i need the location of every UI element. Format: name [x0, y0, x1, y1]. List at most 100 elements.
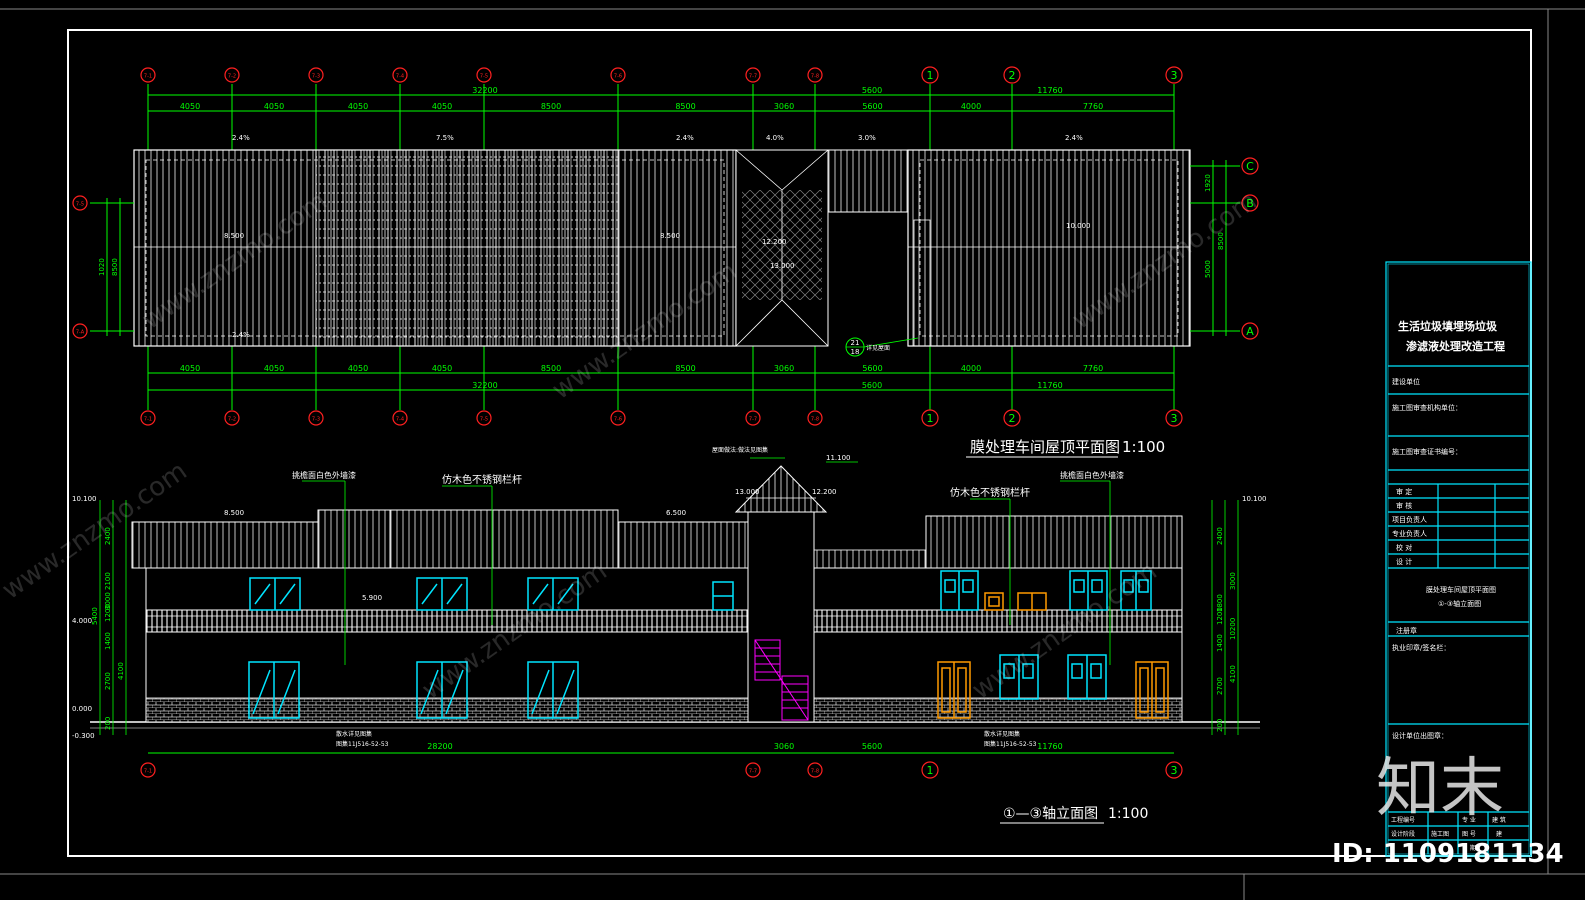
tb-cell-2: 专 业: [1462, 816, 1476, 824]
elev-left-dim: 2400: [104, 527, 112, 545]
dim-total-left-bot: 32200: [472, 381, 497, 390]
axis-bubble-label: C: [1246, 160, 1254, 173]
level-mark-10: 10.100: [1242, 495, 1267, 503]
upper-window: [416, 577, 468, 611]
orange-door: [937, 661, 971, 719]
upper-window: [527, 577, 579, 611]
axis-bubble-label: 7-1: [144, 74, 152, 80]
level-mark-4: 4.000: [72, 617, 92, 625]
upper-roof-left: [131, 521, 319, 569]
slope-label-1: 2.4%: [232, 134, 250, 142]
axis-bubble-label: 1: [927, 69, 934, 82]
axis-bubble-label: 7-6: [614, 417, 622, 423]
dim-text: 4050: [348, 102, 368, 111]
dim-text: 4050: [348, 364, 368, 373]
tb-sign-4: 专业负责人: [1392, 529, 1427, 538]
axis-bubble-label: 7-1: [144, 769, 152, 775]
level-label-5: 13.000: [770, 262, 795, 270]
footnote-1a: 散水详见图集: [336, 730, 372, 738]
axis-bubble: 7-5: [476, 410, 492, 426]
axis-bubble-label: A: [1246, 325, 1254, 338]
callout-bottom: 18: [851, 348, 860, 356]
stair-magenta: [754, 639, 809, 721]
axis-bubble: 7-4: [392, 67, 408, 83]
axis-bubble-label: 7-7: [749, 769, 757, 775]
dim-text: 4000: [961, 102, 981, 111]
elev-right-dim: 200: [1216, 719, 1224, 732]
elev-left-dim: 1200: [104, 604, 112, 622]
axis-bubble: 7-1: [140, 67, 156, 83]
elevation: 挑檐面白色外墙漆 仿木色不锈钢栏杆 仿木色不锈钢栏杆 挑檐面白色外墙漆 屋面做法…: [72, 446, 1267, 824]
axis-bubble-label: 7-4: [396, 74, 404, 80]
orange-window: [984, 592, 1004, 611]
plan-title: 膜处理车间屋顶平面图: [970, 438, 1120, 456]
level-mark-7: 6.500: [666, 509, 686, 517]
elev-right-dim: 2400: [1216, 527, 1224, 545]
level-mark-8: 13.000: [735, 488, 760, 496]
level-label-2: 8.500: [660, 232, 680, 240]
axis-bubble: 7-2: [224, 67, 240, 83]
dim-text: 8500: [675, 102, 695, 111]
tb-cert-label: 执业印章/签名栏：: [1392, 643, 1450, 652]
lower-door: [248, 661, 300, 719]
slope-label-7: 2.4%: [232, 331, 250, 339]
upper-window-right: [940, 570, 979, 611]
elev-right-dim: 10200: [1229, 618, 1237, 640]
axis-bubble: B: [1241, 194, 1259, 212]
axis-bubble-label: 7-A: [76, 330, 85, 336]
level-mark-1: 10.100: [72, 495, 97, 503]
note-white-paint-left: 挑檐面白色外墙漆: [292, 470, 356, 480]
dim-text: 4050: [432, 364, 452, 373]
elev-left-dim: 4100: [117, 662, 125, 680]
dim-text: 4000: [961, 364, 981, 373]
tb-cell-5: 施工图: [1431, 830, 1449, 838]
level-mark-5: 0.000: [72, 705, 92, 713]
left-dim-2: 8500: [111, 258, 119, 276]
slope-label-6: 2.4%: [1065, 134, 1083, 142]
dim-total-left-top: 32200: [472, 86, 497, 95]
orange-window: [1017, 592, 1047, 611]
axis-bubble: 7-8: [807, 410, 823, 426]
elevation-title: ①—③轴立面图: [1003, 806, 1098, 822]
dim-text: 7760: [1083, 102, 1103, 111]
dim-text: 4050: [264, 102, 284, 111]
lower-door: [416, 661, 468, 719]
axis-bubble: 3: [1165, 66, 1183, 84]
elev-dim-1: 28200: [427, 742, 452, 751]
tb-row-cert-no: 施工图审查证书编号：: [1392, 447, 1462, 456]
axis-bubble-label: 7-2: [228, 74, 236, 80]
dim-5600-top: 5600: [862, 86, 882, 95]
orange-door: [1135, 661, 1169, 719]
axis-bubble-label: 7-3: [312, 74, 320, 80]
level-label-3: 10.000: [1066, 222, 1091, 230]
project-name-line2: 渗滤液处理改造工程: [1406, 339, 1505, 353]
axis-bubble: 7-7: [745, 762, 761, 778]
dim-text: 5600: [862, 364, 882, 373]
level-mark-2: 8.500: [224, 509, 244, 517]
elev-right-dim: 3000: [1229, 572, 1237, 590]
title-block: [1385, 261, 1532, 857]
elev-left-dim: 5400: [91, 607, 99, 625]
tb-sign-3: 项目负责人: [1392, 515, 1427, 524]
tb-design-label: 设计单位出图章：: [1392, 731, 1448, 740]
brand-watermark: 知末: [1376, 752, 1504, 826]
axis-bubble: 1: [921, 409, 939, 427]
tb-cell-3: 建 筑: [1492, 816, 1506, 824]
tb-sign-2: 审 核: [1396, 501, 1412, 510]
axis-bubble-label: 7-1: [144, 417, 152, 423]
axis-bubble-label: 7-8: [811, 417, 819, 423]
dim-text: 3060: [774, 364, 794, 373]
tb-drawing-name-1: 膜处理车间屋顶平面图: [1426, 585, 1496, 594]
tb-row-client: 建设单位: [1392, 377, 1420, 386]
stair-tower: [747, 511, 815, 723]
axis-bubble: 7-3: [308, 410, 324, 426]
elev-left-dim: 200: [104, 717, 112, 730]
axis-bubble-label: 7-5: [480, 74, 488, 80]
elev-dim-3: 5600: [862, 742, 882, 751]
axis-bubble: 3: [1165, 409, 1183, 427]
tb-cell-1: 工程编号: [1391, 816, 1415, 824]
slope-label-3: 2.4%: [676, 134, 694, 142]
axis-bubble: 7-1: [140, 410, 156, 426]
